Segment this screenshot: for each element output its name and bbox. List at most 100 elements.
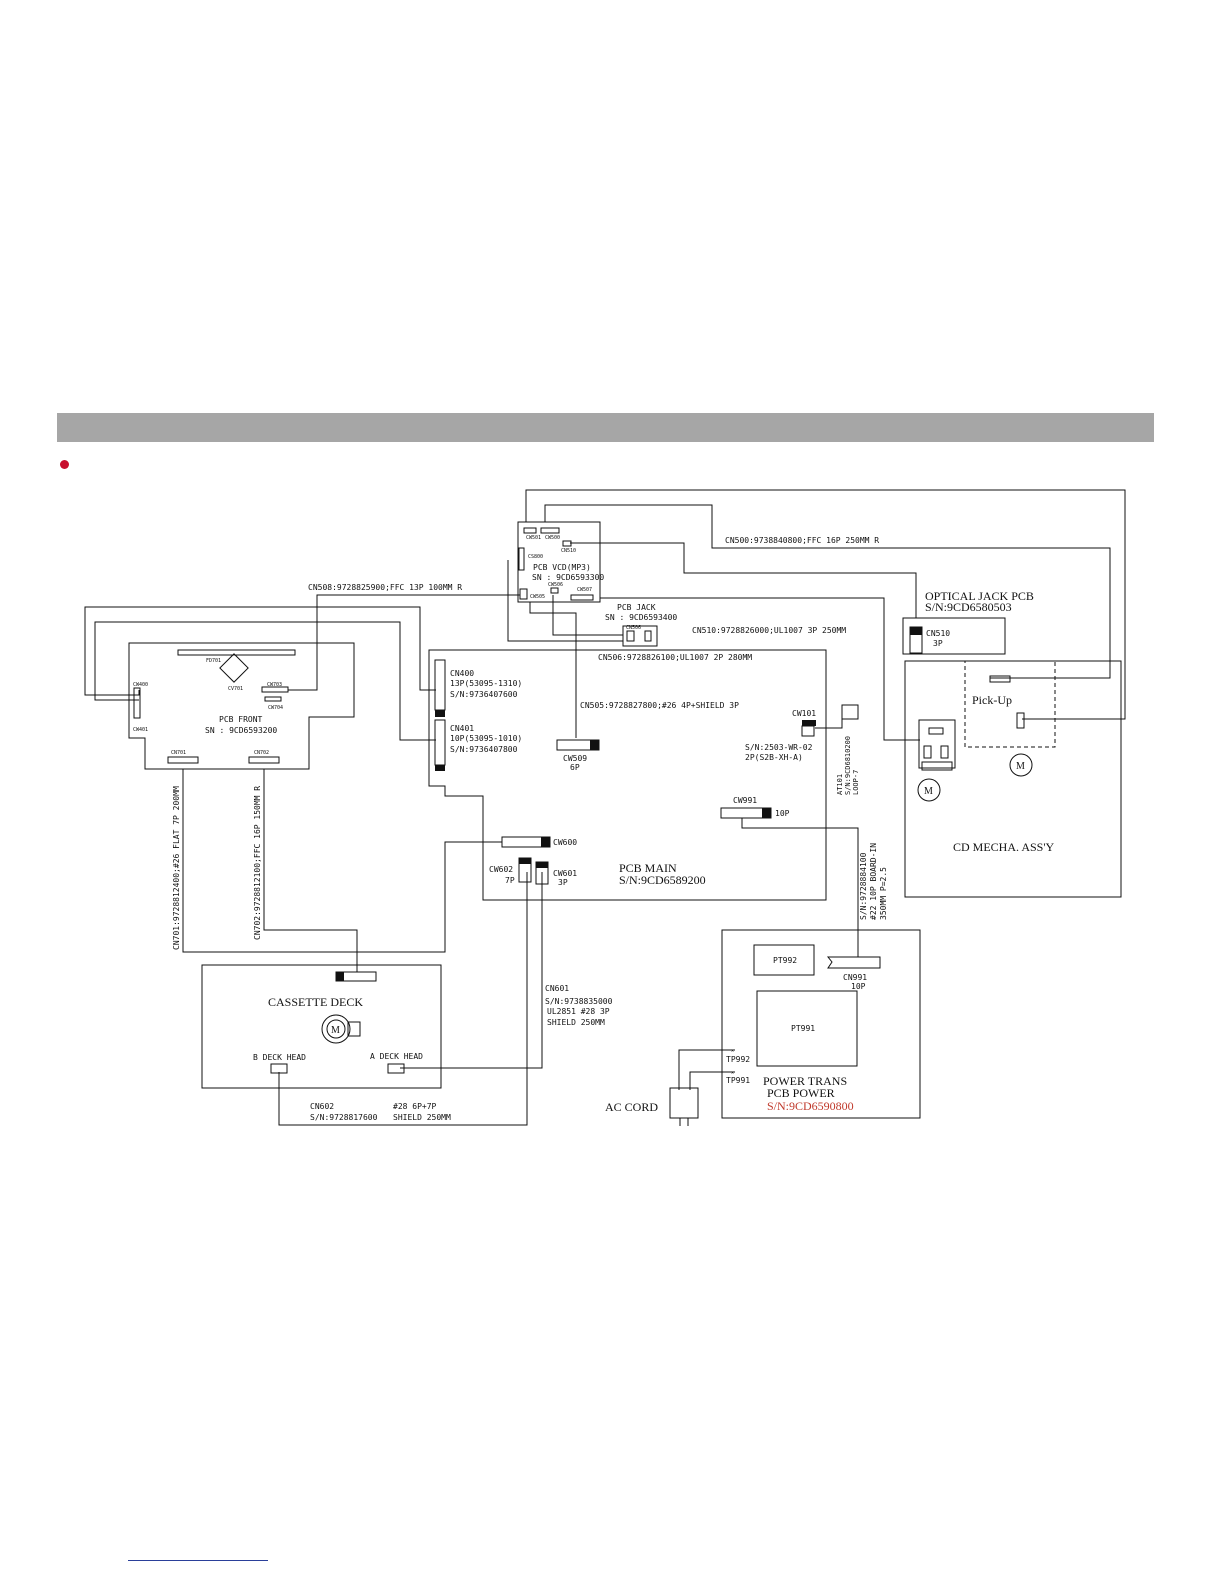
pickup-flex (1016, 712, 1025, 729)
pcb-vcd-outline (517, 521, 601, 603)
cable-cn508-label: CN508:9728825900;FFC 13P 100MM R (308, 583, 462, 592)
cable-cn401 (94, 621, 436, 741)
cable-cn601-line1: CN601 (545, 984, 569, 993)
cw991-pins: 10P (775, 809, 790, 818)
cn400-spec: 13P(53095-1310) (450, 679, 522, 688)
pickup-connector (989, 675, 1011, 683)
cw101-connector (802, 720, 816, 726)
cn510-optical-label: CN510 (926, 629, 950, 638)
cable-cn601 (400, 872, 543, 1069)
cable-cn991-line1: S/N:9728884100 (859, 852, 868, 920)
cable-cw500 (544, 504, 1111, 679)
pcb-main-outline (428, 649, 827, 901)
cw509-pins: 6P (570, 763, 580, 772)
cable-cn601-line2: S/N:9738835000 (545, 997, 613, 1006)
cw101-spec: 2P(S2B-XH-A) (745, 753, 803, 762)
cw500-label: CW500 (545, 535, 560, 541)
cassette-motor-icon (321, 1014, 351, 1044)
pcb-main-sn: S/N:9CD6589200 (619, 873, 706, 887)
ac-cord-wire-2 (689, 1071, 735, 1090)
cw703-connector (261, 686, 289, 693)
cn506-jack-connector (626, 630, 635, 642)
power-trans-label: POWER TRANS (763, 1074, 847, 1088)
cable-cn601-line4: SHIELD 250MM (547, 1018, 605, 1027)
pcb-front-sn: SN : 9CD6593200 (205, 726, 277, 735)
cw400-front-connector (133, 687, 141, 719)
cable-cd-motor (600, 597, 920, 741)
pcb-vcd-sn: SN : 9CD6593300 (532, 573, 604, 582)
ac-cord-label: AC CORD (605, 1100, 658, 1114)
cable-cn500 (525, 489, 1126, 720)
tp991-label: TP991 (726, 1076, 750, 1085)
spindle-part-3 (940, 745, 949, 759)
cd-motor-2-icon (1009, 753, 1033, 777)
pcb-front-outline (128, 642, 355, 770)
cable-cn991 (741, 818, 859, 957)
section-header-bar (57, 413, 1154, 442)
cassette-deck-name: CASSETTE DECK (268, 995, 363, 1009)
cn702-connector (248, 756, 280, 764)
cw506-connector (550, 587, 559, 594)
at101-loop: LOOP-7 (852, 770, 860, 795)
cable-cn601-line3: UL2851 #28 3P (547, 1007, 610, 1016)
cn510-optical-pin1 (910, 627, 922, 635)
cs800-connector (518, 547, 525, 571)
cable-cn602-line4: SHIELD 250MM (393, 1113, 451, 1122)
cw602-pins: 7P (505, 876, 515, 885)
cable-cn991-line2: #22 10P BOARD-IN (869, 843, 878, 920)
cw101-label: CW101 (792, 709, 816, 718)
cd-motor-1-icon (917, 778, 941, 802)
tp992-label: TP992 (726, 1055, 750, 1064)
pickup-label: Pick-Up (972, 693, 1012, 707)
pcb-power-label: PCB POWER (767, 1086, 835, 1100)
pcb-power-outline (721, 929, 921, 1119)
cw401-front-label: CW401 (133, 727, 148, 733)
cable-cn702-label: CN702:9728812100;FFC 16P 150MM R (253, 786, 262, 940)
spindle-motor-block (918, 719, 956, 769)
cw601-pins: 3P (558, 878, 568, 887)
cn401-spec: 10P(53095-1010) (450, 734, 522, 743)
optical-jack-name: OPTICAL JACK PCB (925, 589, 1034, 603)
pt991-label: PT991 (791, 1024, 815, 1033)
footer-link-line (128, 1560, 268, 1561)
cn702-label: CN702 (254, 750, 269, 756)
cable-cn505 (529, 602, 577, 738)
spindle-part-1 (928, 727, 944, 735)
cw507-connector (570, 594, 594, 601)
cv701-label: CV701 (228, 686, 243, 692)
cn991-label: CN991 (843, 973, 867, 982)
cn401-label: CN401 (450, 724, 474, 733)
cable-cw506 (552, 595, 623, 636)
cw509-pin1 (590, 740, 599, 750)
pt992-box (753, 944, 815, 976)
pcb-vcd-name: PCB VCD(MP3) (533, 563, 591, 572)
spindle-part-4 (921, 761, 953, 771)
cn510-vcd-connector (562, 540, 572, 547)
bullet-icon (60, 460, 69, 469)
pcb-power-sn: S/N:9CD6590800 (767, 1099, 854, 1113)
cs800-label: CS800 (528, 554, 543, 560)
cw505-connector (519, 588, 528, 600)
pt991-box (756, 990, 858, 1067)
cw506-label: CW506 (548, 582, 563, 588)
pcb-front-name: PCB FRONT (219, 715, 263, 724)
pcb-jack-sn: SN : 9CD6593400 (605, 613, 677, 622)
cassette-motor-label: M (331, 1025, 340, 1036)
cable-cn506-label: CN506:9728826100;UL1007 2P 280MM (598, 653, 752, 662)
cn701-label: CN701 (171, 750, 186, 756)
cw600-pin1 (541, 837, 550, 847)
cn506-jack-label: CN506 (626, 625, 641, 631)
cw704-connector (264, 696, 282, 702)
cable-cn991-line3: 350MM P=2.5 (879, 867, 888, 920)
at101-label: AT101 (836, 774, 844, 795)
cw500-connector (540, 527, 560, 534)
cn991-pins: 10P (851, 982, 866, 991)
cn991-connector (826, 956, 881, 969)
cn701-connector (167, 756, 199, 764)
jack-socket (644, 630, 652, 642)
cw600-label: CW600 (553, 838, 577, 847)
cd-motor-1-label: M (924, 786, 933, 797)
cw101-sn: S/N:2503-WR-02 (745, 743, 813, 752)
cable-cn508 (288, 594, 520, 691)
